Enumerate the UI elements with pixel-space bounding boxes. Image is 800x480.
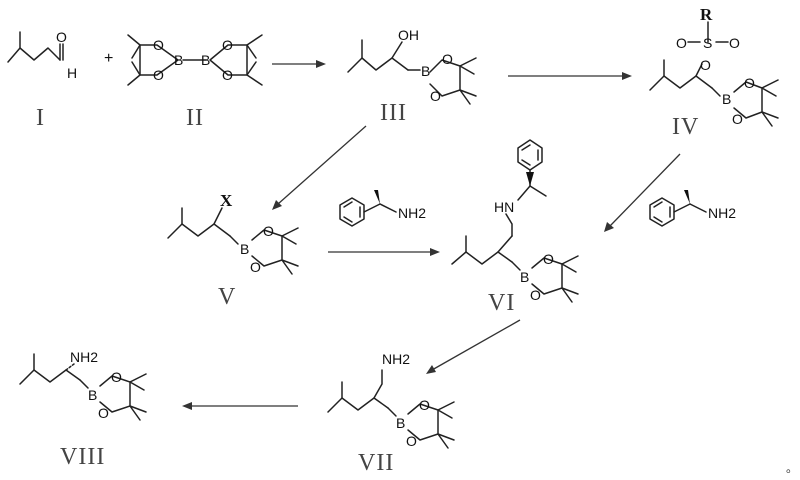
atom-O: O: [98, 405, 109, 421]
atom-O: O: [700, 57, 711, 73]
atom-O: O: [153, 37, 164, 53]
atom-H: H: [67, 65, 77, 81]
arrow-VII-to-VIII: [182, 402, 298, 410]
atom-B: B: [722, 91, 731, 107]
atom-O: O: [250, 259, 261, 275]
atom-O: O: [676, 35, 687, 51]
compound-III: OH B O O III: [347, 27, 477, 126]
atom-X: X: [220, 191, 233, 210]
compound-label-VIII: VIII: [60, 444, 105, 470]
atom-B: B: [520, 269, 529, 285]
atom-O: O: [442, 51, 453, 67]
compound-VI: HN B O O VI: [451, 139, 579, 316]
compound-label-III: III: [380, 100, 407, 126]
atom-B: B: [240, 241, 249, 257]
atom-HN: HN: [494, 199, 514, 215]
compound-VIII: NH2 B O O VIII: [19, 349, 147, 470]
atom-O: O: [222, 37, 233, 53]
atom-O: O: [729, 35, 740, 51]
amine-label: NH2: [708, 205, 736, 221]
atom-O: O: [263, 223, 274, 239]
arrow-III-to-IV: [508, 72, 632, 80]
arrow-V-to-VI: [328, 248, 440, 256]
atom-OH: OH: [398, 27, 419, 43]
plus-sign: +: [104, 50, 113, 67]
reagent-phenylethylamine-2: NH2: [649, 190, 736, 227]
atom-S: S: [703, 35, 712, 51]
atom-B: B: [201, 52, 210, 68]
compound-II: O O B B O O II: [127, 34, 263, 131]
reagent-phenylethylamine-1: NH2: [339, 190, 426, 227]
atom-O: O: [222, 67, 233, 83]
compound-label-V: V: [218, 284, 236, 310]
atom-B: B: [396, 415, 405, 431]
atom-O: O: [732, 111, 743, 127]
atom-NH2: NH2: [382, 351, 410, 367]
compound-I: O H I: [7, 29, 77, 131]
arrow-IV-to-VI: [604, 153, 681, 232]
atom-O: O: [56, 29, 67, 45]
compound-label-VII: VII: [358, 450, 394, 476]
arrow-VI-to-VII: [426, 319, 521, 374]
atom-O: O: [430, 88, 441, 104]
atom-B: B: [88, 387, 97, 403]
atom-O: O: [153, 67, 164, 83]
atom-B: B: [421, 63, 430, 79]
trailing-mark: 。: [786, 461, 798, 475]
compound-IV: R S O O O B O O IV: [649, 5, 779, 140]
arrow-III-to-V: [272, 125, 367, 210]
atom-B: B: [174, 52, 183, 68]
compound-V: X B O O V: [167, 191, 299, 310]
compound-VII: NH2 B O O VII: [327, 351, 455, 476]
atom-R: R: [700, 5, 713, 24]
atom-O: O: [530, 287, 541, 303]
amine-label: NH2: [398, 205, 426, 221]
compound-label-VI: VI: [488, 290, 515, 316]
atom-O: O: [419, 397, 430, 413]
atom-O: O: [111, 369, 122, 385]
compound-label-I: I: [36, 105, 45, 131]
atom-O: O: [744, 75, 755, 91]
arrow-to-III: [272, 60, 326, 68]
atom-NH2: NH2: [70, 349, 98, 365]
compound-label-IV: IV: [672, 114, 699, 140]
atom-O: O: [543, 251, 554, 267]
atom-O: O: [406, 433, 417, 449]
compound-label-II: II: [186, 105, 204, 131]
